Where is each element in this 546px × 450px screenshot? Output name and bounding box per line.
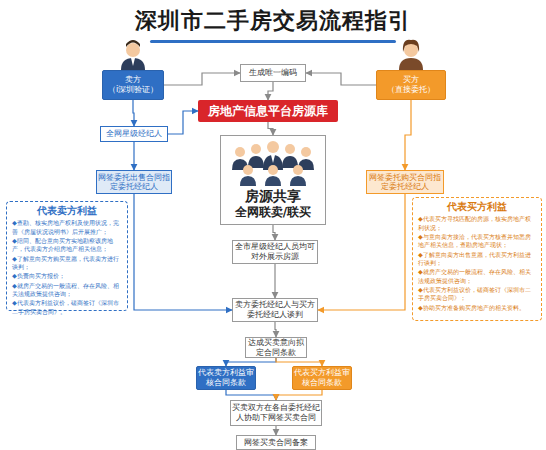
flow-arrow <box>268 82 273 100</box>
box-label: 买方 <box>403 75 419 85</box>
box-label: 代表买方利益审核合同条款 <box>293 368 351 387</box>
seller-figure <box>121 40 145 70</box>
buyer-figure <box>399 40 423 70</box>
box-label: （直接委托） <box>387 85 435 95</box>
process-box: 生成唯一编码 <box>240 64 306 82</box>
panel-bullet: ◆陪同、配合意向买方实地勘察该房地产，代表卖方介绍房地产相关信息； <box>12 237 122 254</box>
review-box: 代表买方利益审核合同条款 <box>292 366 352 390</box>
box-label: 买卖双方在各自委托经纪人协助下网签买卖合同 <box>231 403 321 422</box>
panel-bullet: ◆代表卖方利益议价，磋商签订《深圳市二手房买卖合同》。 <box>12 299 122 316</box>
panel-heading: 代表卖方利益 <box>12 205 122 216</box>
sharing-box: 房源共享全网联卖/联买 <box>220 135 326 225</box>
panel-bullet: ◆就房产交易的一般流程、存在风险、相关法规政策提供咨询； <box>12 282 122 299</box>
buyer-head <box>404 43 418 57</box>
box-label: 网签委托购买合同指定委托经纪人 <box>367 173 443 191</box>
process-box: 卖方委托经纪人与买方委托经纪人谈判 <box>232 298 318 322</box>
process-box: 达成买卖意向拟定合同条款 <box>245 337 307 358</box>
flow-arrow <box>226 390 276 400</box>
flow-arrow <box>306 73 376 85</box>
flow-arrow <box>164 73 240 85</box>
box-label: 达成买卖意向拟定合同条款 <box>246 338 306 357</box>
seller-body <box>121 58 145 70</box>
panel-bullet: ◆查勘、核实房地产权利及使用状况，完善《房屋状况说明书》后开展推广； <box>12 219 122 236</box>
process-box: 全市星级经纪人员均可对外展示房源 <box>232 240 318 264</box>
agent-box: 全网星级经纪人 <box>100 126 168 142</box>
panel-bullet: ◆就房产交易的一般流程、存在风险、相关法规政策提供咨询； <box>418 268 536 285</box>
duty-panel: 代表卖方利益 ◆查勘、核实房地产权利及使用状况，完善《房屋状况说明书》后开展推广；… <box>6 201 128 311</box>
title-underline <box>150 40 396 43</box>
panel-bullet: ◆协助买方准备购买房地产的相关资料。 <box>418 304 536 312</box>
flow-arrow <box>133 100 134 126</box>
process-box: 网签买卖合同备案 <box>236 435 316 450</box>
flow-arrow <box>133 142 134 170</box>
diagram-title: 深圳市二手房交易流程指引 <box>0 6 546 36</box>
seller-box: 卖方（i深圳验证） <box>102 70 164 100</box>
box-label: 网签买卖合同备案 <box>244 438 308 448</box>
database-box: 房地产信息平台房源库 <box>198 100 338 122</box>
flow-arrow <box>168 111 198 134</box>
flow-arrow <box>318 194 405 310</box>
flow-arrow <box>274 264 275 298</box>
flow-arrow <box>134 194 232 310</box>
buyer-body <box>399 58 423 70</box>
box-label: 代表卖方利益审核合同条款 <box>197 368 255 387</box>
box-label: 全网联卖/联买 <box>235 205 311 219</box>
panel-heading: 代表买方利益 <box>418 201 536 212</box>
review-box: 代表卖方利益审核合同条款 <box>196 366 256 390</box>
box-label: 全市星级经纪人员均可对外展示房源 <box>233 242 317 261</box>
flow-arrow <box>268 122 273 135</box>
box-label: 网签委托出售合同指定委托经纪人 <box>97 173 171 191</box>
box-label: （i深圳验证） <box>108 85 158 95</box>
box-label: 房地产信息平台房源库 <box>208 104 328 118</box>
flow-arrow <box>276 358 322 366</box>
box-label: 全网星级经纪人 <box>106 129 162 139</box>
seller-head <box>126 43 140 57</box>
panel-bullet: ◆代表买方利益议价，磋商签订《深圳市二手房买卖合同》； <box>418 286 536 303</box>
process-box: 买卖双方在各自委托经纪人协助下网签买卖合同 <box>230 400 322 426</box>
panel-bullet: ◆负责向买方报价； <box>12 272 122 280</box>
panel-bullet: ◆了解意向卖方出售意愿，代表买方利益进行谈判； <box>418 251 536 268</box>
flow-arrow <box>405 100 411 170</box>
duty-panel: 代表买方利益 ◆代表买方寻找匹配的房源，核实房地产权利状况；◆与意向卖方接洽，代表… <box>412 197 542 321</box>
box-label: 生成唯一编码 <box>249 68 297 78</box>
flow-arrow <box>273 225 275 240</box>
flow-arrow <box>276 390 322 400</box>
box-heading: 房源共享 <box>245 188 301 205</box>
seller-shirt <box>131 58 135 66</box>
flow-arrow <box>226 358 276 366</box>
box-label: 卖方委托经纪人与买方委托经纪人谈判 <box>233 300 317 319</box>
box-label: 卖方 <box>125 75 141 85</box>
contract-box: 网签委托出售合同指定委托经纪人 <box>96 170 172 194</box>
panel-bullet: ◆与意向卖方接洽，代表买方核查并知悉房地产相关信息，查勘房地产现状； <box>418 233 536 250</box>
panel-bullet: ◆了解意向买方购买意愿，代表卖方进行谈判； <box>12 255 122 272</box>
seller-hair <box>126 40 140 47</box>
buyer-hair <box>403 40 419 52</box>
panel-bullet: ◆代表买方寻找匹配的房源，核实房地产权利状况； <box>418 215 536 232</box>
flow-arrow <box>275 322 276 337</box>
contract-box: 网签委托购买合同指定委托经纪人 <box>366 170 444 194</box>
buyer-box: 买方（直接委托） <box>376 70 446 100</box>
flow-arrow <box>275 426 276 435</box>
